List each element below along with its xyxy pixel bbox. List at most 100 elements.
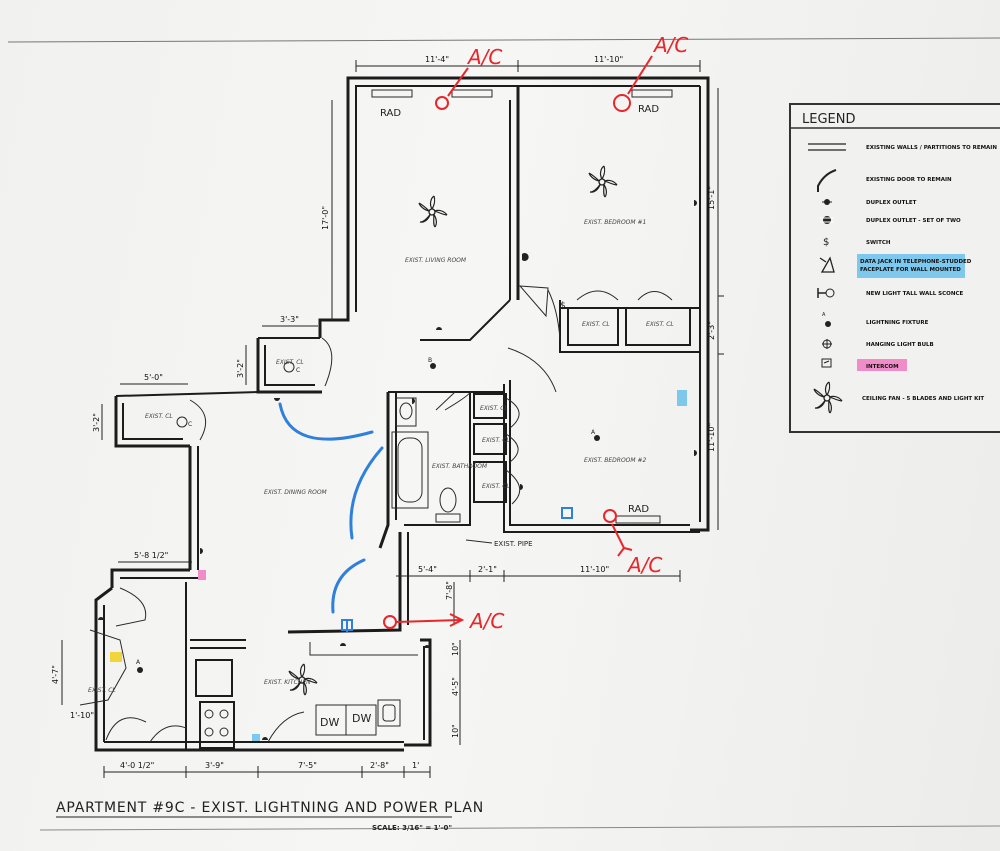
legend-label-walls: EXISTING WALLS / PARTITIONS TO REMAIN — [866, 145, 997, 151]
hanging-bulb-icon — [822, 339, 832, 349]
closet-label-d: EXIST. CL — [646, 321, 674, 328]
legend-intercom-highlight — [857, 359, 907, 371]
legend-label-intercom: INTERCOM — [866, 364, 899, 370]
legend-data-highlight — [857, 254, 965, 278]
door-swing-icon — [817, 169, 837, 192]
ac-label-1: A/C — [466, 45, 502, 69]
dim-bottom-d: 2'-8" — [370, 761, 389, 770]
dw-label-1: DW — [320, 716, 339, 729]
room-bedroom2-label: EXIST. BEDROOM #2 — [584, 457, 647, 464]
dim-cl-width-b: 5'-0" — [144, 373, 163, 382]
pipe-label: EXIST. PIPE — [494, 540, 533, 548]
outlet-blue-icon — [341, 619, 353, 631]
legend-label-outlet: DUPLEX OUTLET — [866, 200, 917, 206]
ac-unit-icon — [603, 509, 617, 523]
data-jack-icon — [819, 256, 835, 273]
fixture-c-letter-2: C — [188, 421, 192, 428]
dw-label-2: DW — [352, 712, 371, 725]
legend-label-fixture: LIGHTNING FIXTURE — [866, 320, 929, 326]
data-jack-highlight — [677, 390, 687, 406]
dim-cl-width-a: 3'-3" — [280, 315, 299, 324]
ac-label-2: A/C — [652, 33, 688, 57]
intercom-highlight — [198, 570, 206, 580]
dim-bedroom1-height: 15'-1" — [707, 186, 716, 210]
fixture-c-letter-1: C — [296, 367, 300, 374]
legend-label-door: EXISTING DOOR TO REMAIN — [866, 177, 952, 183]
duplex-outlet-icon — [822, 199, 832, 205]
closet-label-f: EXIST. CL — [482, 437, 510, 444]
fixtures — [98, 165, 697, 740]
dim-bottom-b: 3'-9" — [205, 761, 224, 770]
lighting-fixture-icon — [430, 363, 436, 369]
rad-label-1: RAD — [380, 108, 401, 119]
plan-scale: SCALE: 3/16" = 1'-0" — [372, 824, 452, 832]
rad-label-2: RAD — [638, 104, 659, 115]
ceiling-fan-icon — [588, 165, 618, 198]
walls — [79, 76, 710, 752]
dim-cl-height-a: 3'-2" — [236, 359, 245, 378]
fixture-a-letter-1: A — [591, 429, 596, 436]
closet-label-h: EXIST. CL — [88, 687, 116, 694]
dim-bottom-c: 7'-5" — [298, 761, 317, 770]
hanging-bulb-icon — [176, 416, 188, 428]
yellow-highlight — [110, 652, 122, 662]
dim-entry-height: 4'-7" — [51, 665, 60, 684]
dim-kitchen-right-a: 10" — [451, 642, 460, 656]
closet-label-g: EXIST. CL — [482, 483, 510, 490]
dim-pipe-width: 2'-1" — [478, 565, 497, 574]
legend: LEGEND $ A EXISTING WALLS / PARTITIONS T… — [789, 103, 1000, 433]
dim-bedroom2-height: 11'-10" — [707, 423, 716, 452]
lighting-fixture-icon — [594, 435, 600, 441]
blue-highlight — [252, 734, 260, 741]
dim-kitchen-right-c: 10" — [451, 724, 460, 738]
rad-label-3: RAD — [628, 504, 649, 515]
duplex-outlet-set-icon — [820, 216, 834, 224]
switch-icon: $ — [823, 237, 829, 248]
ac-markings: A/C A/C A/C A/C — [383, 33, 688, 633]
legend-label-outlet-set: DUPLEX OUTLET - SET OF TWO — [866, 218, 961, 224]
dim-hall-height: 7'-8" — [445, 581, 454, 600]
title-block: APARTMENT #9C - EXIST. LIGHTNING AND POW… — [56, 800, 484, 832]
fixture-a-letter-2: A — [136, 659, 141, 666]
room-dining-label: EXIST. DINING ROOM — [264, 489, 328, 496]
dim-top-right: 11'-10" — [594, 55, 623, 64]
closet-label-c: EXIST. CL — [582, 321, 610, 328]
switch-symbol: $ — [560, 301, 566, 311]
room-labels: EXIST. LIVING ROOM EXIST. BEDROOM #1 EXI… — [88, 104, 674, 729]
room-bedroom1-label: EXIST. BEDROOM #1 — [584, 219, 646, 226]
dim-cl-height-b: 3'-2" — [92, 413, 101, 432]
svg-text:A: A — [822, 312, 826, 318]
dim-bottom-e: 1' — [412, 761, 419, 770]
ac-label-4: A/C — [468, 609, 504, 633]
wall-sconce-icon — [817, 288, 835, 298]
ac-unit-icon — [383, 615, 397, 629]
legend-label-hanging-bulb: HANGING LIGHT BULB — [866, 342, 934, 348]
dim-cl-right: 2'-3" — [707, 321, 716, 340]
legend-label-switch: SWITCH — [866, 240, 891, 246]
dim-kitchen-right-b: 4'-5" — [451, 677, 460, 696]
dim-top-left: 11'-4" — [425, 55, 449, 64]
ac-unit-icon — [435, 96, 449, 110]
dimension-labels: 11'-4" 11'-10" 17'-0" 15'-1" 2'-3" 11'-1… — [51, 55, 716, 770]
lighting-fixture-icon: A — [822, 312, 831, 327]
room-kitchen-label: EXIST. KITCHEN — [264, 679, 311, 686]
outlet-blue-icon — [561, 507, 573, 519]
intercom-icon — [821, 358, 832, 368]
closet-label-e: EXIST. CL — [480, 405, 508, 412]
legend-label-ceiling-fan: CEILING FAN - 5 BLADES AND LIGHT KIT — [862, 396, 984, 402]
ceiling-fan-icon — [418, 195, 448, 228]
dim-bath-width: 5'-4" — [418, 565, 437, 574]
legend-label-sconce: NEW LIGHT TALL WALL SCONCE — [866, 291, 963, 297]
dim-bedroom2-width: 11'-10" — [580, 565, 609, 574]
fixture-b-letter: B — [428, 357, 432, 364]
dim-bottom-a: 4'-0 1/2" — [120, 761, 154, 770]
blue-markings — [110, 390, 687, 741]
dimension-lines — [61, 60, 724, 778]
plan-title: APARTMENT #9C - EXIST. LIGHTNING AND POW… — [56, 800, 484, 816]
lighting-fixture-icon — [137, 667, 143, 673]
hanging-bulb-icon — [283, 361, 295, 373]
dim-living-height: 17'-0" — [321, 206, 330, 230]
